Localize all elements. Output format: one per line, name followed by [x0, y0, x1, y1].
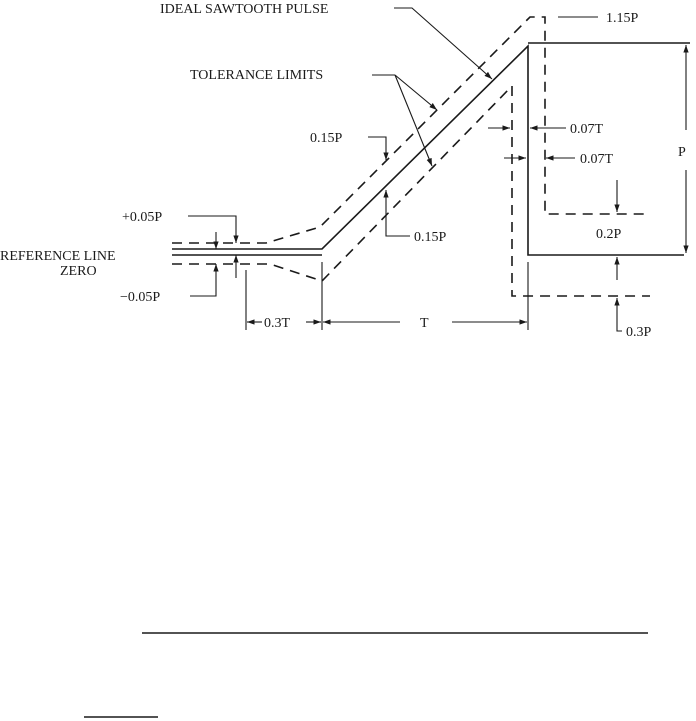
tolerance-limits-label: TOLERANCE LIMITS — [190, 68, 323, 83]
lower-tolerance-limit — [172, 84, 650, 297]
dim-03p-leader — [614, 298, 622, 332]
plus-005p-leader — [188, 215, 239, 243]
dim-015p-left-leader — [368, 136, 389, 160]
dim-007t-upper-label: 0.07T — [570, 122, 604, 137]
dim-115p-label: 1.15P — [606, 11, 639, 26]
dim-015p-right-leader — [383, 190, 410, 237]
tolerance-leader-upper — [394, 74, 438, 111]
ideal-pulse-leader — [394, 7, 493, 80]
minus-005p-leader — [190, 264, 219, 297]
dim-015p-left-label: 0.15P — [310, 131, 343, 146]
dim-03p-label: 0.3P — [626, 325, 652, 340]
dim-02p-label: 0.2P — [596, 227, 622, 242]
tolerance-leader-lower — [394, 74, 433, 167]
dim-015p-right-label: 0.15P — [414, 230, 447, 245]
dim-t-label: T — [420, 316, 429, 331]
minus-005p-label: −0.05P — [120, 290, 160, 305]
ideal-sawtooth-pulse — [172, 44, 684, 256]
plus-005p-label: +0.05P — [122, 210, 162, 225]
upper-tolerance-limit — [172, 16, 650, 244]
dim-007t-lower-label: 0.07T — [580, 152, 614, 167]
ideal-pulse-label: IDEAL SAWTOOTH PULSE — [160, 2, 328, 17]
dim-03t-label: 0.3T — [264, 316, 291, 331]
dim-p-label: P — [678, 145, 686, 160]
zero-label: ZERO — [60, 264, 97, 279]
reference-line-label: REFERENCE LINE — [0, 249, 116, 264]
